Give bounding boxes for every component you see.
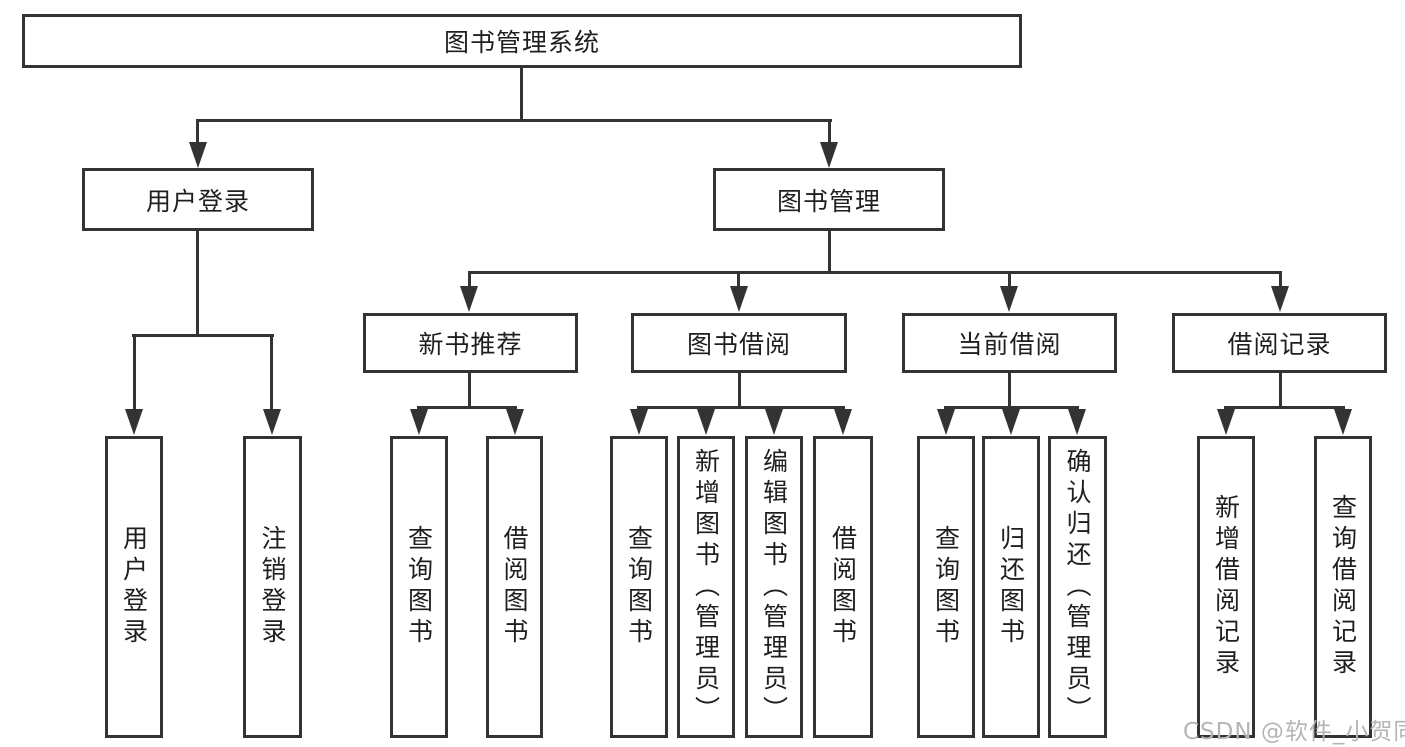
connector-line <box>468 373 471 408</box>
leaf-user-login-label: 用户登录 <box>119 525 149 649</box>
watermark: CSDN @软件_小贺同学 <box>1183 719 1405 745</box>
leaf-return-book: 归还图书 <box>982 436 1040 738</box>
leaf-confirm-return-admin-label: 确认归还（管理员） <box>1063 447 1092 727</box>
connector-line <box>828 231 831 273</box>
leaf-query-book-under-current: 查询图书 <box>917 436 975 738</box>
arrowhead-down-icon <box>834 409 852 435</box>
arrowhead-down-icon <box>1217 409 1235 435</box>
arrowhead-down-icon <box>730 286 748 312</box>
arrowhead-down-icon <box>630 409 648 435</box>
connector-line <box>637 406 845 409</box>
leaf-borrow-book-label: 借阅图书 <box>500 525 529 649</box>
node-borrow-records: 借阅记录 <box>1172 313 1387 373</box>
leaf-borrow-book-under-recommend: 借阅图书 <box>486 436 543 738</box>
arrowhead-down-icon <box>125 409 143 435</box>
node-current-borrow: 当前借阅 <box>902 313 1117 373</box>
node-root: 图书管理系统 <box>22 14 1022 68</box>
connector-line <box>1279 373 1282 408</box>
connector-line <box>1008 271 1011 289</box>
leaf-return-book-label: 归还图书 <box>996 525 1026 649</box>
connector-line <box>1224 406 1345 409</box>
connector-line <box>132 334 274 337</box>
connector-line <box>737 271 740 289</box>
connector-line <box>520 68 523 120</box>
connector-line <box>944 406 1079 409</box>
node-current-borrow-label: 当前借阅 <box>957 330 1062 359</box>
node-book-management-label: 图书管理 <box>776 186 881 216</box>
leaf-edit-book-admin: 编辑图书（管理员） <box>745 436 803 738</box>
arrowhead-down-icon <box>937 409 955 435</box>
connector-line <box>196 119 832 122</box>
connector-line <box>196 119 199 144</box>
leaf-logout-login-label: 注销登录 <box>258 525 287 649</box>
node-new-book-recommend: 新书推荐 <box>363 313 578 373</box>
connector-line <box>1279 271 1282 289</box>
leaf-add-borrow-record-label: 新增借阅记录 <box>1211 494 1241 680</box>
leaf-edit-book-admin-label: 编辑图书（管理员） <box>759 447 789 727</box>
arrowhead-down-icon <box>460 286 478 312</box>
leaf-query-borrow-record: 查询借阅记录 <box>1314 436 1372 738</box>
arrowhead-down-icon <box>697 409 715 435</box>
leaf-query-borrow-record-label: 查询借阅记录 <box>1328 494 1358 680</box>
connector-line <box>1008 373 1011 408</box>
connector-line <box>133 334 136 412</box>
arrowhead-down-icon <box>263 409 281 435</box>
arrowhead-down-icon <box>820 142 838 168</box>
connector-line <box>417 406 517 409</box>
leaf-logout-login: 注销登录 <box>243 436 302 738</box>
leaf-confirm-return-admin: 确认归还（管理员） <box>1048 436 1107 738</box>
arrowhead-down-icon <box>1271 286 1289 312</box>
leaf-add-book-admin: 新增图书（管理员） <box>677 436 735 738</box>
connector-line <box>270 334 273 412</box>
arrowhead-down-icon <box>506 409 524 435</box>
node-borrow-records-label: 借阅记录 <box>1227 330 1332 359</box>
node-user-login: 用户登录 <box>82 168 314 231</box>
leaf-borrow-book-under-borrow: 借阅图书 <box>813 436 873 738</box>
connector-line <box>828 119 831 144</box>
leaf-query-book-under-recommend: 查询图书 <box>390 436 448 738</box>
connector-line <box>468 271 1282 274</box>
node-book-borrow: 图书借阅 <box>631 313 847 373</box>
arrowhead-down-icon <box>1002 409 1020 435</box>
node-root-label: 图书管理系统 <box>443 28 600 57</box>
leaf-user-login: 用户登录 <box>105 436 163 738</box>
leaf-query-book-label: 查询图书 <box>624 525 654 649</box>
connector-line <box>738 373 741 408</box>
arrowhead-down-icon <box>1334 409 1352 435</box>
leaf-query-book-label: 查询图书 <box>931 525 961 649</box>
leaf-borrow-book-label: 借阅图书 <box>828 525 858 649</box>
connector-line <box>196 231 199 337</box>
arrowhead-down-icon <box>1068 409 1086 435</box>
node-user-login-label: 用户登录 <box>145 186 250 216</box>
leaf-add-borrow-record: 新增借阅记录 <box>1197 436 1255 738</box>
leaf-query-book-label: 查询图书 <box>404 525 434 649</box>
node-new-book-recommend-label: 新书推荐 <box>418 330 523 359</box>
leaf-add-book-admin-label: 新增图书（管理员） <box>691 447 721 727</box>
connector-line <box>468 271 471 289</box>
leaf-query-book-under-borrow: 查询图书 <box>610 436 668 738</box>
node-book-management: 图书管理 <box>713 168 945 231</box>
arrowhead-down-icon <box>189 142 207 168</box>
arrowhead-down-icon <box>410 409 428 435</box>
arrowhead-down-icon <box>1000 286 1018 312</box>
node-book-borrow-label: 图书借阅 <box>686 330 791 359</box>
arrowhead-down-icon <box>765 409 783 435</box>
